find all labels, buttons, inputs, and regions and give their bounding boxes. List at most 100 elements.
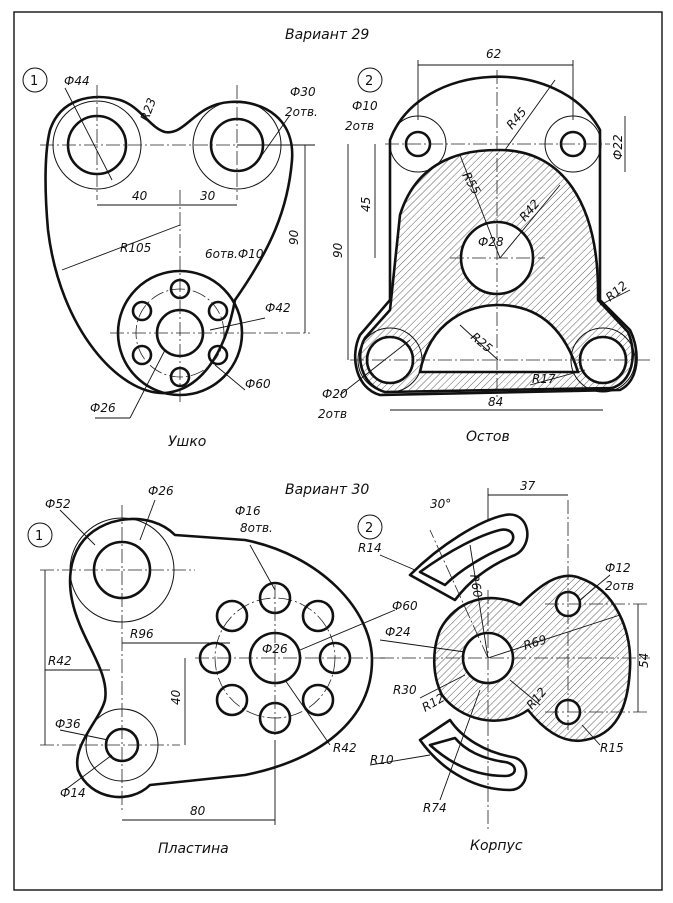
variant-29-title: Вариант 29 xyxy=(285,27,369,43)
dim-d30-note: 2отв. xyxy=(285,105,318,119)
drawing-korpus: 2 30° 37 R14 xyxy=(357,479,651,854)
ushko-bolt-hole xyxy=(131,344,153,366)
dim-30: 30 xyxy=(200,189,216,203)
plastina-bolt-hole xyxy=(215,683,249,717)
dim-d42: Ф42 xyxy=(265,301,291,315)
centerline xyxy=(429,529,489,659)
dim-d24: Ф24 xyxy=(385,625,411,639)
korpus-hatched-section xyxy=(434,575,631,741)
dim-line xyxy=(581,724,601,746)
dim-r10: R10 xyxy=(370,753,394,767)
part-number-circle xyxy=(357,514,383,540)
dim-d14: Ф14 xyxy=(60,786,86,800)
dim-line xyxy=(249,544,276,591)
plastina-bolt-hole xyxy=(301,683,335,717)
dim-d16-note: 8отв. xyxy=(240,521,273,535)
dim-line xyxy=(59,729,109,741)
variant-30-title: Вариант 30 xyxy=(285,482,369,498)
part-number: 2 xyxy=(365,521,373,536)
drawing-title: Ушко xyxy=(168,434,206,450)
dim-d20-note: 2отв xyxy=(318,407,347,421)
dim-d26: Ф26 xyxy=(148,484,174,498)
dim-line xyxy=(129,349,166,419)
dim-d10-note: 2отв xyxy=(345,119,374,133)
korpus-upper-slot xyxy=(418,528,515,587)
dim-line xyxy=(504,79,556,151)
dim-line xyxy=(529,369,586,386)
dim-d22: Ф22 xyxy=(611,134,625,160)
dim-line xyxy=(459,154,501,259)
dim-line xyxy=(64,87,113,181)
korpus-upper-arm xyxy=(408,513,529,602)
dim-holes: 6отв.Ф10 xyxy=(205,247,264,261)
part-number: 1 xyxy=(35,529,43,544)
dim-r45: R45 xyxy=(504,105,530,132)
dim-d20: Ф20 xyxy=(322,387,348,401)
dim-line xyxy=(339,339,411,396)
dim-line xyxy=(369,754,431,766)
dim-line xyxy=(284,679,331,746)
dim-d60: Ф60 xyxy=(392,599,418,613)
ushko-bolt-hole xyxy=(131,300,153,322)
dim-line xyxy=(64,754,113,791)
part-number: 2 xyxy=(365,74,373,89)
dim-d16: Ф16 xyxy=(235,504,261,518)
dim-r12: R12 xyxy=(603,278,630,304)
dim-45: 45 xyxy=(359,197,373,212)
dim-d26-center: Ф26 xyxy=(262,642,288,656)
dim-r96: R96 xyxy=(130,627,154,641)
dim-r69: R69 xyxy=(522,632,549,653)
dim-line xyxy=(379,639,466,653)
dim-54: 54 xyxy=(637,653,651,668)
dim-r17: R17 xyxy=(532,372,556,386)
dim-line xyxy=(487,614,621,659)
dim-r14: R14 xyxy=(358,541,382,555)
dim-line xyxy=(209,317,266,331)
dim-line xyxy=(509,679,541,706)
ostov-section-outline xyxy=(358,148,635,394)
plastina-bolt-hole xyxy=(301,599,335,633)
ostov-outline xyxy=(353,75,638,397)
dim-line xyxy=(139,499,156,541)
dim-d10: Ф10 xyxy=(352,99,378,113)
part-number-circle xyxy=(22,67,48,93)
dim-r30: R30 xyxy=(393,683,417,697)
dim-r23: R23 xyxy=(138,96,159,123)
dim-d12: Ф12 xyxy=(605,561,631,575)
dim-90: 90 xyxy=(287,229,301,245)
dim-line xyxy=(499,184,561,259)
plastina-bolt-hole xyxy=(215,599,249,633)
dim-d60: Ф60 xyxy=(245,377,271,391)
part-number-circle xyxy=(27,522,53,548)
dim-r15: R15 xyxy=(600,741,624,755)
part-number-circle xyxy=(357,67,383,93)
dim-line xyxy=(61,224,181,271)
dim-line xyxy=(214,364,246,391)
dim-37: 37 xyxy=(520,479,536,493)
dim-d44: Ф44 xyxy=(64,74,90,88)
dim-r60: R60 xyxy=(467,573,485,599)
dim-line xyxy=(439,689,481,801)
drawing-title: Корпус xyxy=(470,838,523,854)
dim-40: 40 xyxy=(169,689,183,705)
dim-r42: R42 xyxy=(48,654,72,668)
dim-r105: R105 xyxy=(120,241,151,255)
dim-30deg: 30° xyxy=(430,497,451,511)
dim-d36: Ф36 xyxy=(55,717,81,731)
korpus-lower-slot xyxy=(428,736,517,778)
korpus-section-outline xyxy=(432,574,632,743)
dim-d26: Ф26 xyxy=(90,401,116,415)
dim-d12-note: 2отв xyxy=(605,579,634,593)
dim-line xyxy=(379,554,416,571)
drawing-ushko: 1 Ф44 R23 Ф30 xyxy=(22,67,318,450)
ushko-outline xyxy=(44,95,294,395)
drawing-plastina: 1 Ф52 Ф26 xyxy=(27,484,418,857)
dim-80: 80 xyxy=(190,804,206,818)
dim-line xyxy=(579,574,611,601)
dim-line xyxy=(599,289,631,306)
drawing-title: Пластина xyxy=(158,841,229,857)
dim-line xyxy=(459,324,499,361)
dim-84: 84 xyxy=(488,395,503,409)
ostov-bottom-arch xyxy=(418,303,580,374)
